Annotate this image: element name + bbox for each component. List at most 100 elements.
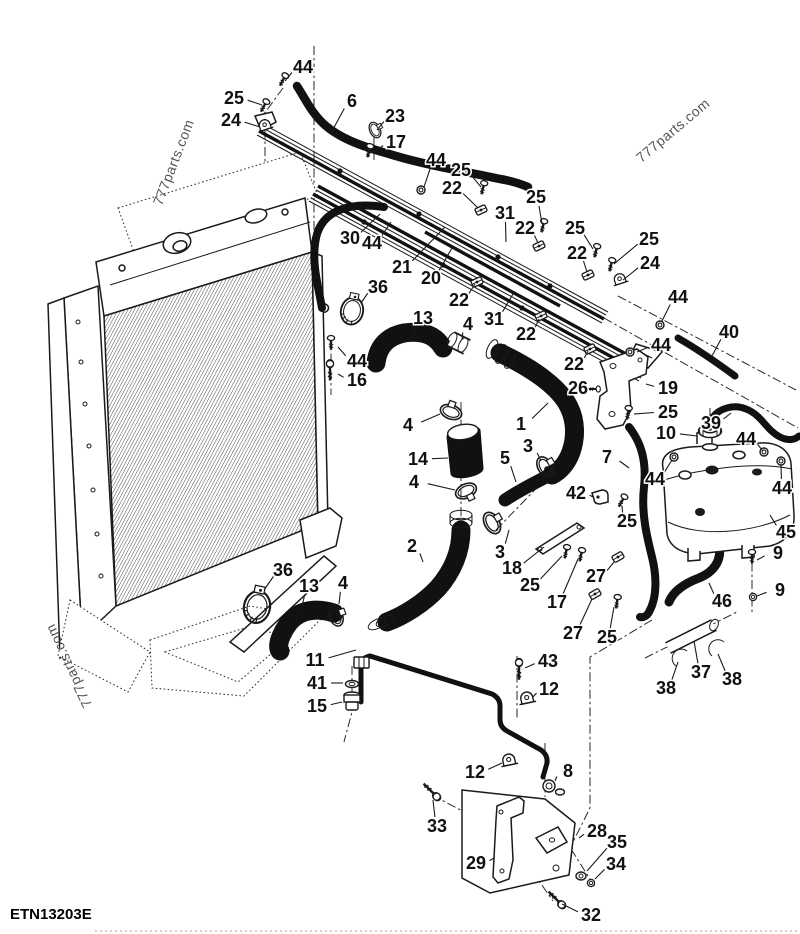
leader-line-44 bbox=[757, 443, 763, 451]
leader-lines bbox=[244, 72, 782, 913]
tank-cap-10 bbox=[697, 423, 723, 439]
callout-16: 16 bbox=[347, 370, 367, 390]
leader-line-22 bbox=[582, 260, 588, 273]
callout-8: 8 bbox=[563, 761, 573, 781]
leader-line-44 bbox=[663, 459, 673, 473]
leader-line-14 bbox=[431, 457, 449, 460]
callout-4: 4 bbox=[409, 472, 419, 492]
leader-line-36 bbox=[360, 292, 369, 304]
callout-19: 19 bbox=[658, 378, 678, 398]
leader-line-38 bbox=[671, 661, 679, 680]
callout-44: 44 bbox=[668, 287, 688, 307]
callout-15: 15 bbox=[307, 696, 327, 716]
callout-38: 38 bbox=[722, 669, 742, 689]
callout-4: 4 bbox=[338, 573, 348, 593]
callout-39: 39 bbox=[701, 413, 721, 433]
leader-line-21 bbox=[411, 226, 446, 262]
leader-line-5 bbox=[510, 466, 517, 483]
callout-18: 18 bbox=[502, 558, 522, 578]
leader-line-25 bbox=[609, 606, 615, 629]
callout-10: 10 bbox=[656, 423, 676, 443]
callout-43: 43 bbox=[538, 651, 558, 671]
callout-23: 23 bbox=[385, 106, 405, 126]
callout-3: 3 bbox=[523, 436, 533, 456]
hose-13-lower bbox=[269, 600, 344, 661]
hose-7 bbox=[625, 423, 660, 622]
leader-line-38 bbox=[717, 653, 726, 672]
callout-5: 5 bbox=[500, 448, 510, 468]
leader-line-3 bbox=[536, 452, 542, 462]
callout-41: 41 bbox=[307, 673, 327, 693]
leader-line-30 bbox=[360, 213, 381, 233]
callout-44: 44 bbox=[347, 351, 367, 371]
callout-24: 24 bbox=[221, 110, 241, 130]
leader-line-7 bbox=[619, 460, 630, 469]
leader-line-12 bbox=[488, 762, 503, 770]
callout-26: 26 bbox=[568, 378, 588, 398]
leader-line-22 bbox=[534, 318, 540, 328]
callout-7: 7 bbox=[602, 447, 612, 467]
leader-line-19 bbox=[645, 383, 655, 387]
callout-46: 46 bbox=[712, 591, 732, 611]
leader-line-4 bbox=[338, 591, 341, 605]
pipe-11 bbox=[353, 653, 550, 780]
washer-35 bbox=[575, 871, 587, 881]
callout-34: 34 bbox=[606, 854, 626, 874]
callout-44: 44 bbox=[426, 150, 446, 170]
callout-2: 2 bbox=[407, 536, 417, 556]
hose-37 bbox=[665, 618, 719, 654]
nut-8 bbox=[542, 779, 566, 796]
hose-30 bbox=[310, 201, 388, 312]
callout-1: 1 bbox=[516, 414, 526, 434]
callout-44: 44 bbox=[362, 233, 382, 253]
callout-36: 36 bbox=[368, 277, 388, 297]
coupler-4-upper bbox=[446, 331, 471, 355]
callout-38: 38 bbox=[656, 678, 676, 698]
callout-22: 22 bbox=[442, 178, 462, 198]
callout-45: 45 bbox=[776, 522, 796, 542]
leader-line-33 bbox=[432, 799, 436, 818]
callout-44: 44 bbox=[645, 469, 665, 489]
callout-22: 22 bbox=[564, 354, 584, 374]
leader-line-4 bbox=[461, 332, 464, 340]
hose-13-upper bbox=[366, 322, 453, 373]
leader-line-9 bbox=[756, 591, 767, 597]
hose-39 bbox=[709, 403, 800, 443]
callout-13: 13 bbox=[413, 308, 433, 328]
leader-line-34 bbox=[594, 868, 605, 880]
callout-12: 12 bbox=[465, 762, 485, 782]
callout-17: 17 bbox=[547, 592, 567, 612]
leader-line-25 bbox=[247, 99, 263, 106]
leader-line-22 bbox=[533, 234, 539, 244]
callout-22: 22 bbox=[567, 243, 587, 263]
hose-5 bbox=[498, 469, 555, 507]
hose-46 bbox=[664, 541, 725, 607]
leader-line-13 bbox=[300, 594, 306, 612]
leader-line-4 bbox=[427, 483, 456, 491]
leader-line-20 bbox=[438, 247, 453, 271]
leader-line-46 bbox=[708, 582, 715, 594]
callout-4: 4 bbox=[463, 314, 473, 334]
callout-35: 35 bbox=[607, 832, 627, 852]
leader-line-44 bbox=[636, 346, 648, 353]
leader-line-44 bbox=[284, 72, 293, 82]
part-14-cylinder bbox=[446, 423, 484, 479]
callout-24: 24 bbox=[640, 253, 660, 273]
leader-line-17 bbox=[562, 558, 579, 595]
leader-line-31 bbox=[504, 221, 507, 243]
leader-line-27 bbox=[579, 598, 593, 626]
leader-line-23 bbox=[376, 121, 385, 131]
leader-line-29 bbox=[489, 857, 495, 862]
leader-line-15 bbox=[330, 701, 343, 706]
callout-13: 13 bbox=[299, 576, 319, 596]
callout-44: 44 bbox=[293, 57, 313, 77]
hose-40 bbox=[674, 334, 739, 380]
leader-line-12 bbox=[532, 692, 537, 698]
leader-line-2 bbox=[419, 553, 424, 563]
leader-line-9 bbox=[756, 555, 765, 561]
leader-line-32 bbox=[561, 903, 579, 913]
leader-line-25 bbox=[583, 234, 594, 250]
fitting-15 bbox=[343, 691, 361, 711]
